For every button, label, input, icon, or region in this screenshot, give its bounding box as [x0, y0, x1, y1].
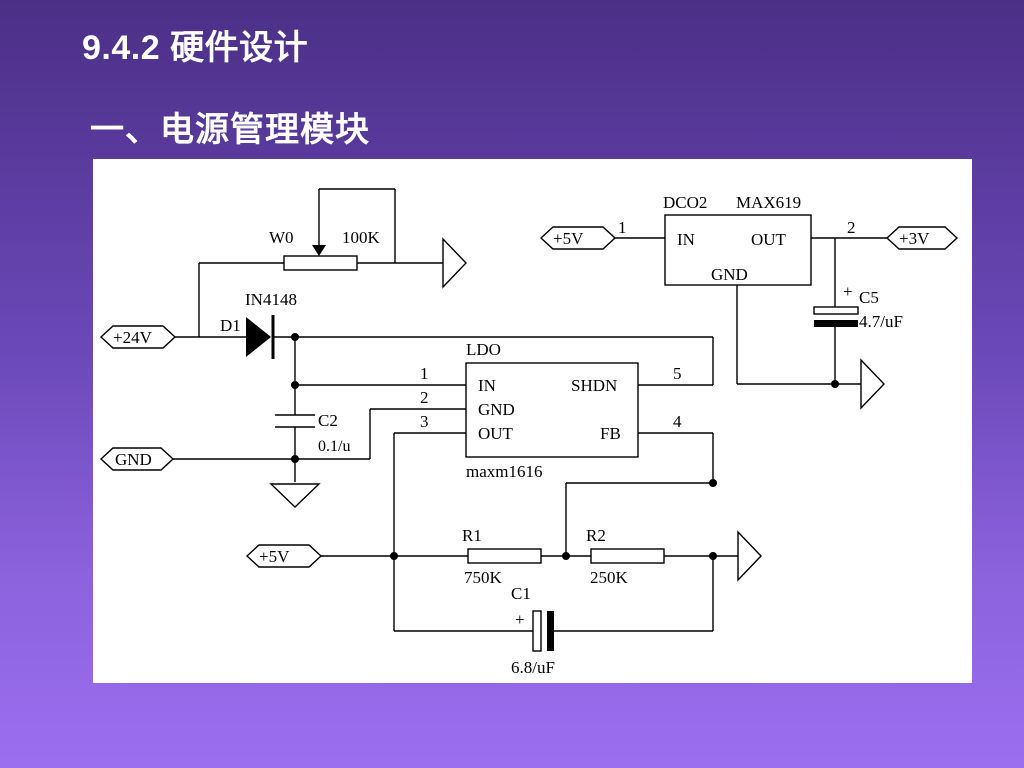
- label-dc-pin1: 1: [618, 218, 627, 237]
- label-dc-part: MAX619: [736, 193, 801, 212]
- wiper-arrow-icon: [312, 245, 326, 256]
- label-c2: C2: [318, 411, 338, 430]
- capacitor-c1: C1 + 6.8/uF: [394, 556, 714, 677]
- capacitor-c2: C2 0.1/u: [275, 337, 350, 482]
- ldo-body: [465, 362, 639, 458]
- port-3v-label: +3V: [899, 229, 930, 248]
- label-dc-out: OUT: [751, 230, 787, 249]
- label-ldo-shdn: SHDN: [571, 376, 617, 395]
- c1-plate-positive: [532, 610, 542, 652]
- output-terminal-triangle-icon: [737, 530, 762, 582]
- label-r2-value: 250K: [590, 568, 629, 587]
- port-5v-left-label: +5V: [259, 547, 290, 566]
- input-5v-left: +5V: [245, 544, 468, 568]
- dcdc-body: [664, 214, 812, 286]
- label-dc-pin2: 2: [847, 218, 856, 237]
- input-5v-top: +5V: [539, 226, 665, 250]
- label-ldo-gnd: GND: [478, 400, 515, 419]
- circuit-diagram-panel: W0 100K +24V IN4148 D1 C2 0.1/u GND: [93, 159, 972, 683]
- label-c5-plus: +: [843, 282, 853, 301]
- resistor-r1: R1 750K: [462, 526, 591, 587]
- label-d1: D1: [220, 316, 241, 335]
- label-c2-value: 0.1/u: [318, 438, 350, 455]
- c5-plate-positive: [813, 306, 859, 315]
- label-w0-value: 100K: [342, 228, 381, 247]
- ldo-regulator: LDO IN GND OUT SHDN FB maxm1616 1 2 3 4 …: [420, 340, 682, 481]
- label-r1: R1: [462, 526, 482, 545]
- port-3v-shape: [885, 226, 959, 250]
- power-management-schematic: W0 100K +24V IN4148 D1 C2 0.1/u GND: [99, 188, 959, 677]
- c1-plate-negative: [547, 611, 554, 651]
- label-c1-value: 6.8/uF: [511, 658, 555, 677]
- label-pin4: 4: [673, 412, 682, 431]
- potentiometer-body: [283, 255, 358, 271]
- label-c1: C1: [511, 584, 531, 603]
- label-w0: W0: [269, 228, 294, 247]
- label-dc-title: DCO2: [663, 193, 707, 212]
- port-24v-label: +24V: [113, 328, 153, 347]
- slide-subtitle: 一、电源管理模块: [90, 110, 370, 150]
- label-d1-part: IN4148: [245, 290, 297, 309]
- label-ldo-part: maxm1616: [466, 462, 543, 481]
- label-pin2: 2: [420, 388, 429, 407]
- ground-symbol-icon: [269, 483, 321, 508]
- output-terminal-triangle-icon: [442, 237, 467, 289]
- dcdc-converter: DCO2 MAX619 IN OUT GND 1 2: [618, 193, 856, 286]
- c5-plate-negative: [814, 320, 858, 327]
- capacitor-c5: + C5 4.7/uF: [813, 238, 903, 384]
- input-24v: +24V: [99, 325, 246, 349]
- label-r1-value: 750K: [464, 568, 503, 587]
- label-pin5: 5: [673, 364, 682, 383]
- label-c5-value: 4.7/uF: [859, 312, 903, 331]
- potentiometer-w0: W0 100K: [198, 188, 467, 337]
- port-5v-top-label: +5V: [553, 229, 584, 248]
- r2-body: [590, 548, 665, 564]
- label-ldo-fb: FB: [600, 424, 621, 443]
- label-ldo-in: IN: [478, 376, 496, 395]
- input-gnd: GND: [99, 447, 370, 471]
- diode-d1: IN4148 D1: [220, 290, 713, 359]
- label-c1-plus: +: [515, 610, 525, 629]
- label-ldo-out: OUT: [478, 424, 514, 443]
- label-r2: R2: [586, 526, 606, 545]
- label-dc-in: IN: [677, 230, 695, 249]
- diode-icon: [246, 317, 271, 357]
- r1-body: [467, 548, 542, 564]
- label-pin1: 1: [420, 364, 429, 383]
- label-dc-gnd: GND: [711, 265, 748, 284]
- label-c5: C5: [859, 288, 879, 307]
- section-title: 9.4.2 硬件设计: [82, 29, 309, 67]
- label-pin3: 3: [420, 412, 429, 431]
- output-3v: +3V: [885, 226, 959, 250]
- label-ldo-title: LDO: [466, 340, 501, 359]
- port-gnd-label: GND: [115, 450, 152, 469]
- output-terminal-triangle-icon: [860, 358, 885, 410]
- resistor-r2: R2 250K: [586, 526, 738, 587]
